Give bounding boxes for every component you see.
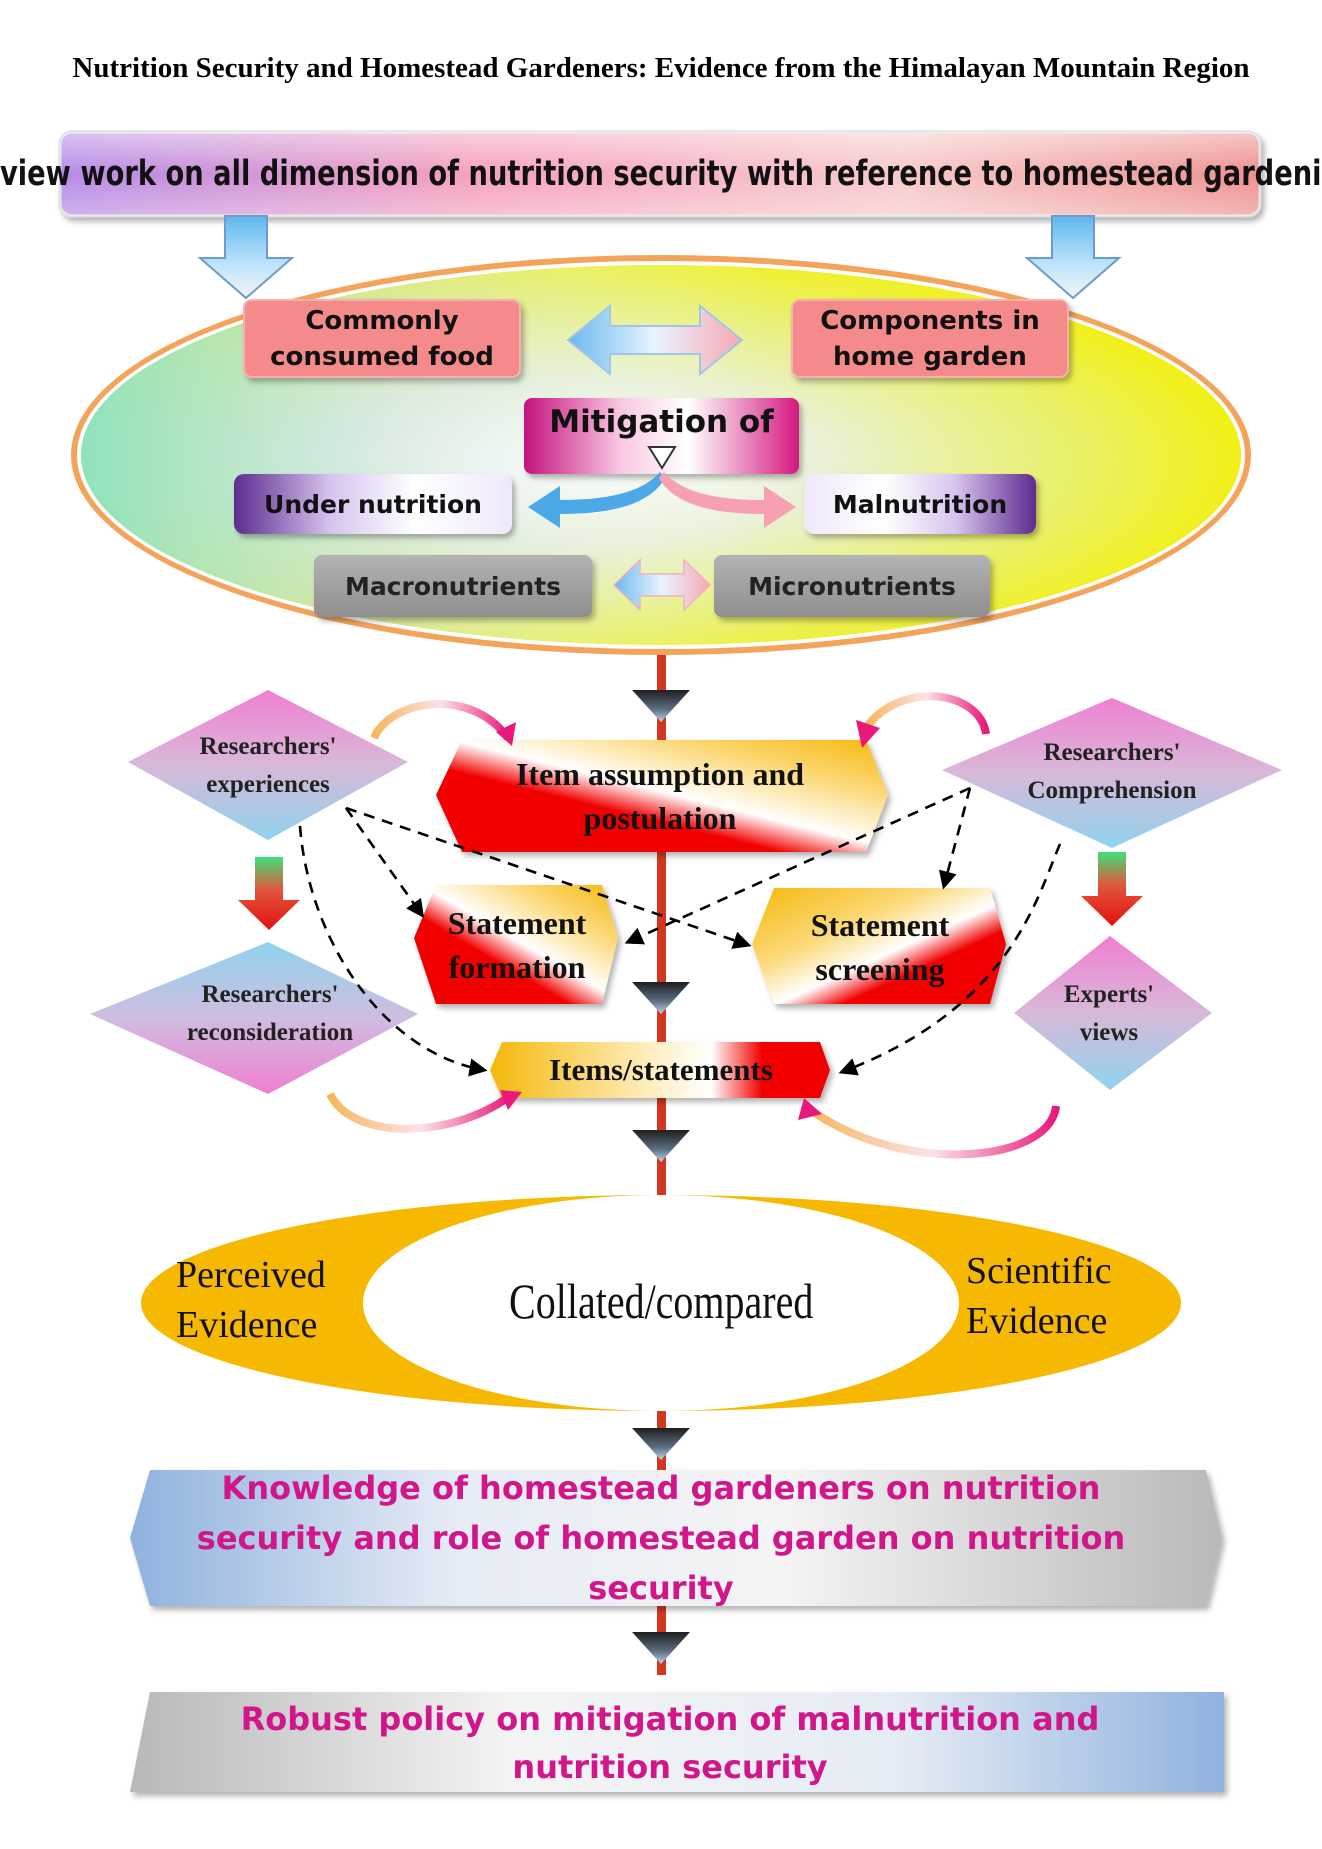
review-text: Review work on all dimension of nutritio… [0, 154, 1322, 194]
items-statements-hexagon [490, 1042, 830, 1098]
statement-formation-hexagon [414, 885, 618, 1004]
researchers-reconsideration-label: Researchers' reconsideration [186, 981, 354, 1046]
under-nutrition-box [234, 474, 512, 534]
under-nutrition-label: Under nutrition [264, 489, 482, 519]
dashed-connectors [298, 786, 1062, 1077]
collated-compared-label: Collated/compared [508, 1273, 814, 1329]
curved-arrows [326, 692, 1060, 1159]
malnutrition-label: Malnutrition [832, 489, 1008, 519]
statement-formation-label: Statement formation [447, 905, 587, 985]
researchers-experiences-diamond [128, 690, 408, 840]
review-box [58, 130, 1262, 218]
double-arrow-top [566, 303, 744, 377]
statement-screening-hexagon [752, 888, 1006, 1004]
micronutrients-box [714, 555, 990, 617]
axis-triangle-3 [632, 1130, 690, 1162]
policy-label: Robust policy on mitigation of malnutrit… [240, 1700, 1100, 1786]
researchers-reconsideration-diamond [90, 942, 418, 1094]
split-arrow-left [528, 472, 665, 528]
macronutrients-box [314, 555, 592, 617]
axis-triangle-4 [632, 1428, 690, 1460]
researchers-experiences-label: Researchers' experiences [199, 733, 337, 798]
components-box [791, 299, 1069, 378]
researchers-comprehension-diamond [942, 698, 1282, 848]
page-title: Nutrition Security and Homestead Gardene… [72, 52, 1250, 84]
commonly-consumed-box [243, 299, 521, 378]
double-arrow-bottom [612, 558, 712, 612]
commonly-consumed-label: Commonly consumed food [270, 306, 494, 372]
green-red-arrow-left [238, 857, 300, 930]
malnutrition-box [804, 474, 1036, 534]
knowledge-label: Knowledge of homestead gardeners on nutr… [196, 1469, 1126, 1607]
axis-triangle-5 [632, 1632, 690, 1664]
scientific-evidence-label: Scientific Evidence [966, 1250, 1112, 1342]
split-arrow-right [659, 472, 796, 528]
item-assumption-label: Item assumption and postulation [515, 756, 805, 836]
perceived-evidence-label: Perceived Evidence [176, 1254, 326, 1346]
items-statements-label: Items/statements [549, 1052, 773, 1087]
statement-screening-label: Statement screening [810, 907, 950, 987]
mitigation-label: Mitigation of [549, 404, 774, 440]
macronutrients-label: Macronutrients [344, 571, 562, 601]
experts-views-label: Experts' views [1063, 981, 1155, 1046]
down-arrow-right [1024, 215, 1122, 300]
item-assumption-hexagon [436, 740, 888, 852]
knowledge-box [130, 1470, 1222, 1606]
green-red-arrow-right [1081, 852, 1143, 926]
policy-box [130, 1692, 1224, 1792]
experts-views-diamond [1014, 936, 1212, 1090]
axis-triangle-1 [632, 690, 690, 722]
mitigation-box [524, 398, 799, 474]
researchers-comprehension-label: Researchers' Comprehension [1027, 739, 1197, 804]
down-arrow-left [197, 215, 295, 300]
evidence-shape [141, 1195, 1181, 1411]
axis-triangle-2 [632, 982, 690, 1014]
components-label: Components in home garden [820, 306, 1040, 372]
micronutrients-label: Micronutrients [748, 571, 956, 601]
